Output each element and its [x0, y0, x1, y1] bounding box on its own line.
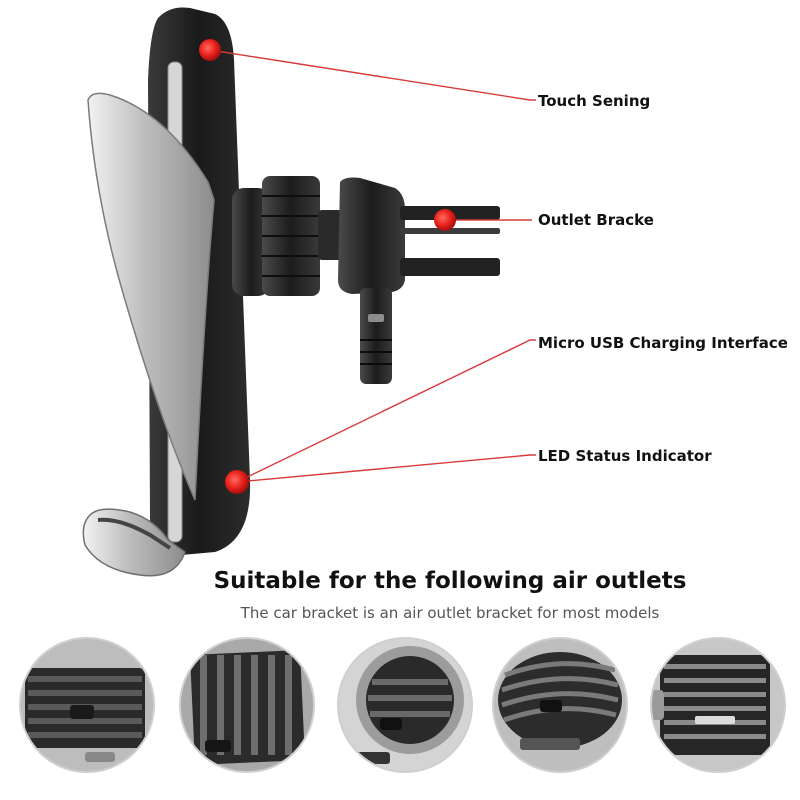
air-outlet-photo-1 [20, 638, 154, 772]
holder-bottom-hook [82, 508, 186, 577]
callout-lines [209, 49, 536, 483]
usb-handle [360, 288, 392, 384]
ball-joint-base [232, 188, 270, 296]
outlet-bracket-dot [434, 209, 456, 231]
touch-sensing-dot [199, 39, 221, 61]
air-outlet-photo-5 [651, 638, 785, 772]
holder-side-arm [87, 92, 215, 501]
air-outlet-photo-2 [180, 638, 314, 772]
vent-clip-body [338, 177, 405, 294]
callout-led-status: LED Status Indicator [538, 447, 712, 465]
air-outlet-photo-4 [493, 638, 627, 772]
subline: The car bracket is an air outlet bracket… [240, 604, 660, 622]
callout-touch-sensing: Touch Sening [538, 92, 651, 110]
led-status-dot [225, 470, 249, 494]
air-outlet-photo-3 [338, 638, 472, 772]
callout-micro-usb: Micro USB Charging Interface [538, 334, 788, 352]
headline: Suitable for the following air outlets [213, 568, 687, 594]
callout-outlet-bracket: Outlet Bracke [538, 211, 654, 229]
vent-clip-prong-bottom [400, 258, 500, 276]
